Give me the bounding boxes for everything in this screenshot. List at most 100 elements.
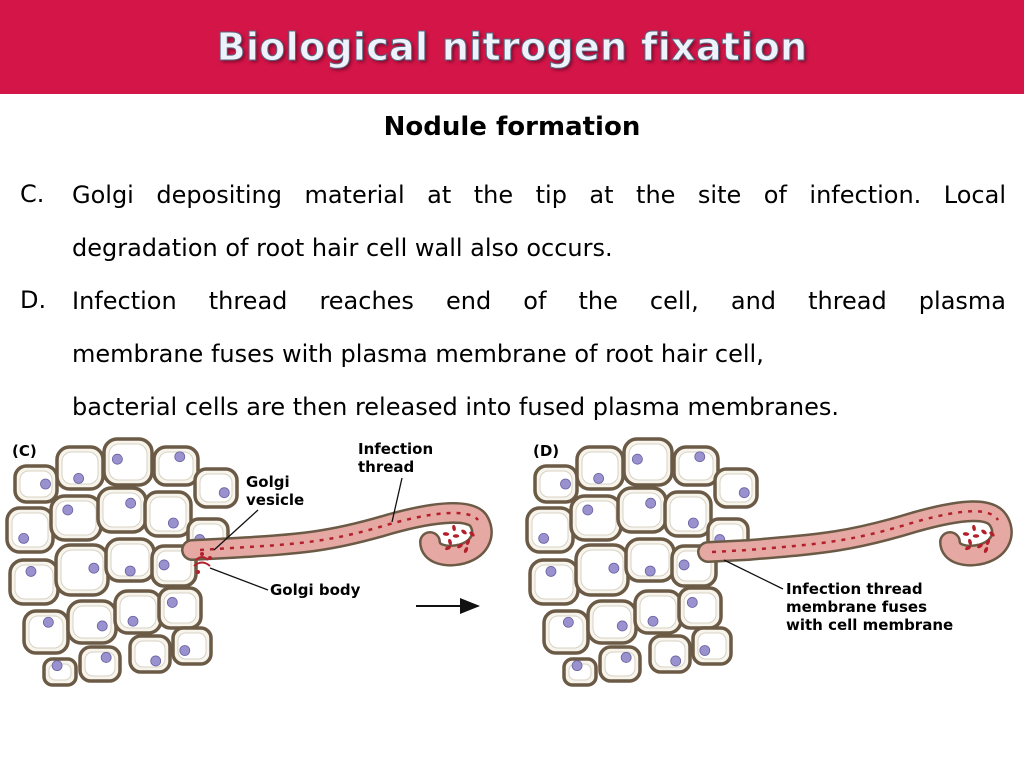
cell-nucleus bbox=[616, 620, 628, 632]
cell-nucleus bbox=[167, 517, 179, 529]
cell-nucleus bbox=[124, 565, 136, 577]
membrane-fuse-label: Infection thread membrane fuses with cel… bbox=[786, 580, 953, 634]
root-cell bbox=[622, 437, 674, 487]
root-cell bbox=[569, 494, 623, 542]
cell-nucleus bbox=[644, 565, 656, 577]
golgi-body-label: Golgi body bbox=[270, 581, 361, 599]
cell-nucleus bbox=[620, 652, 632, 663]
slide-subtitle: Nodule formation bbox=[383, 112, 641, 142]
root-cell bbox=[55, 445, 105, 491]
infection-thread-label: Infection thread bbox=[358, 440, 438, 476]
cell-nucleus bbox=[738, 487, 750, 499]
bacterium bbox=[983, 547, 989, 553]
bacterium bbox=[463, 547, 469, 553]
cell-nucleus bbox=[127, 615, 139, 627]
root-cell-cluster bbox=[525, 437, 759, 687]
root-cell bbox=[113, 589, 163, 635]
infection-thread bbox=[181, 502, 493, 567]
root-cell bbox=[616, 486, 668, 534]
bacterium bbox=[968, 538, 972, 546]
cell-nucleus bbox=[18, 532, 30, 544]
item-text: Golgi depositing material at the tip at … bbox=[72, 180, 1006, 286]
root-cell bbox=[528, 558, 580, 606]
nodule-formation-diagram: (C) Infection thread bbox=[0, 432, 1024, 692]
infection-thread bbox=[697, 500, 1013, 567]
cell-nucleus bbox=[538, 532, 550, 544]
root-cell bbox=[143, 490, 193, 538]
root-cell bbox=[171, 626, 213, 666]
root-cell bbox=[104, 537, 156, 583]
diagram-svg: (C) Infection thread bbox=[5, 437, 1013, 687]
root-cell bbox=[49, 494, 103, 542]
cell-nucleus bbox=[571, 660, 583, 672]
cell-nucleus bbox=[647, 615, 659, 627]
bacterium bbox=[972, 524, 976, 532]
bacterium bbox=[965, 545, 971, 551]
cell-nucleus bbox=[42, 616, 54, 628]
root-cell bbox=[575, 445, 625, 491]
root-cell bbox=[672, 445, 720, 487]
bacteria-cluster bbox=[442, 524, 475, 553]
cell-nucleus bbox=[699, 645, 711, 656]
bacterium bbox=[972, 534, 980, 538]
golgi-body bbox=[193, 552, 212, 574]
root-cell bbox=[624, 537, 676, 583]
item-line: Infection thread reaches end of the cell… bbox=[72, 287, 1006, 315]
root-cell bbox=[633, 589, 683, 635]
root-cell bbox=[128, 634, 172, 674]
cell-nucleus bbox=[686, 597, 698, 608]
root-cell bbox=[648, 634, 692, 674]
root-cell bbox=[562, 657, 598, 687]
root-cell bbox=[533, 464, 579, 504]
item-text: Infection thread reaches end of the cell… bbox=[72, 286, 1006, 445]
cell-nucleus bbox=[158, 559, 170, 571]
cell-nucleus bbox=[645, 497, 657, 509]
root-cell bbox=[5, 506, 55, 554]
cell-nucleus bbox=[179, 645, 191, 656]
panel-d: (D) Infection thread membrane fuses with… bbox=[525, 437, 1013, 687]
root-cell bbox=[157, 586, 203, 630]
root-cell bbox=[542, 609, 590, 655]
cell-nucleus bbox=[687, 517, 699, 529]
item-letter: C. bbox=[20, 180, 45, 208]
cell-nucleus bbox=[73, 473, 85, 484]
root-cell bbox=[150, 544, 198, 588]
cell-nucleus bbox=[593, 473, 605, 484]
bacterium bbox=[452, 534, 460, 538]
bacterium bbox=[452, 524, 456, 532]
root-cell bbox=[152, 445, 200, 487]
bacterium bbox=[962, 532, 970, 536]
cell-nucleus bbox=[100, 652, 112, 663]
cell-nucleus bbox=[25, 566, 37, 577]
root-cell bbox=[78, 645, 122, 683]
bacterium bbox=[461, 529, 467, 535]
root-cell bbox=[13, 464, 59, 504]
golgi-body-leader bbox=[209, 567, 269, 591]
cell-nucleus bbox=[40, 478, 51, 490]
cell-nucleus bbox=[562, 616, 574, 628]
bacterium bbox=[457, 543, 463, 549]
bacterium bbox=[442, 532, 450, 536]
bacterium bbox=[977, 543, 983, 549]
bacterium bbox=[469, 531, 475, 537]
cell-nucleus bbox=[150, 655, 162, 667]
item-line: Golgi depositing material at the tip at … bbox=[72, 181, 1006, 209]
panel-d-label: (D) bbox=[533, 442, 559, 460]
cell-nucleus bbox=[96, 620, 108, 632]
cell-nucleus bbox=[631, 453, 643, 465]
root-cell bbox=[586, 599, 638, 645]
root-cell bbox=[22, 609, 70, 655]
golgi-vesicle-leader bbox=[213, 509, 259, 551]
golgi-vesicle-label: Golgi vesicle bbox=[246, 473, 304, 509]
cell-nucleus bbox=[125, 497, 137, 509]
title-bar: Biological nitrogen fixation bbox=[0, 0, 1024, 94]
bacteria-cluster bbox=[962, 524, 995, 553]
root-cell bbox=[691, 626, 733, 666]
root-cell bbox=[525, 506, 575, 554]
root-cell bbox=[598, 645, 642, 683]
root-cell bbox=[8, 558, 60, 606]
cell-nucleus bbox=[166, 597, 178, 608]
panel-c-label: (C) bbox=[12, 442, 37, 460]
membrane-fuse-leader bbox=[723, 559, 784, 590]
panel-c: (C) Infection thread bbox=[5, 437, 493, 687]
